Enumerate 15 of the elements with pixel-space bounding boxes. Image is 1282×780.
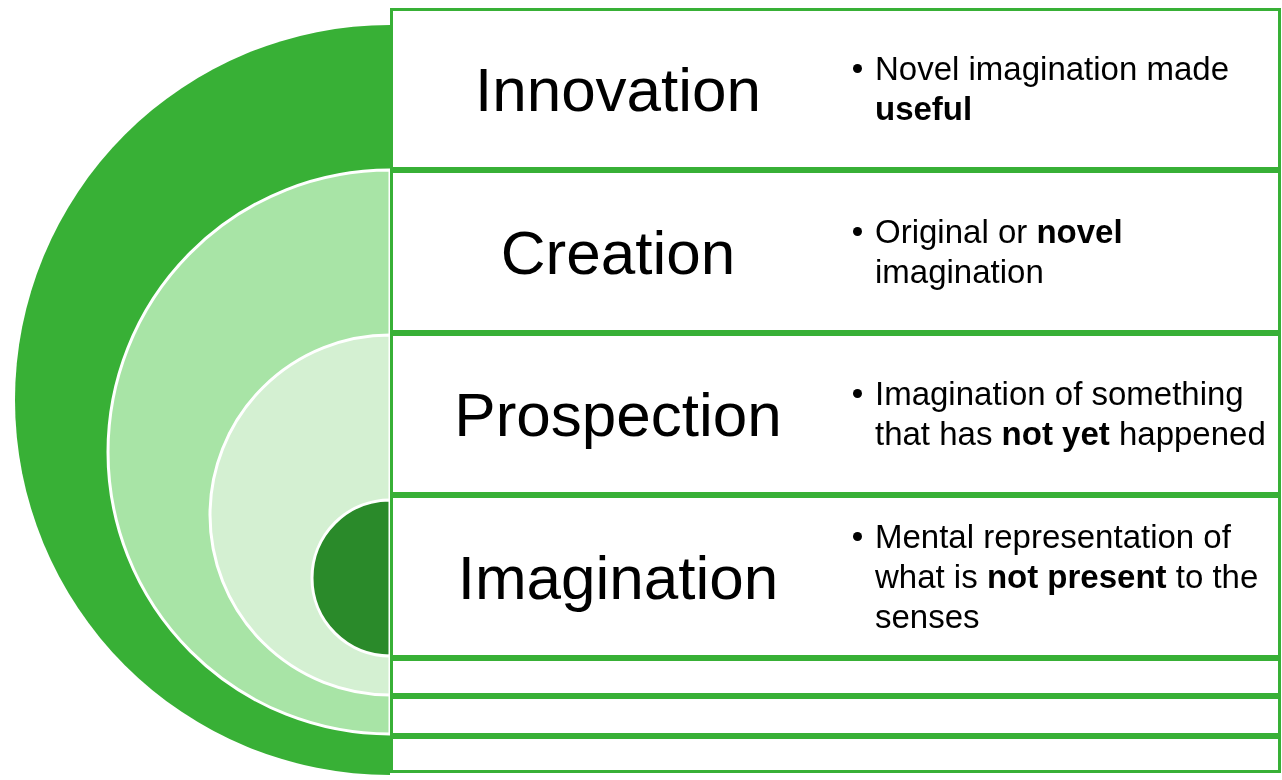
row-heading: Creation xyxy=(499,216,737,287)
description-text: Imagination of something that has not yet happened xyxy=(875,375,1266,452)
description-text: Mental representation of what is not present to the senses xyxy=(875,517,1259,635)
row-heading: Prospection xyxy=(453,378,783,450)
row-box xyxy=(390,333,1281,495)
description-text: Original or novel imagination xyxy=(875,212,1123,290)
row-box xyxy=(390,170,1281,333)
row-box xyxy=(390,658,1281,696)
description-text: Novel imagination made useful xyxy=(875,50,1230,127)
row-box xyxy=(390,696,1281,736)
row-box xyxy=(390,495,1281,658)
row-box xyxy=(390,8,1281,170)
row-box xyxy=(390,736,1281,773)
row-heading: Innovation xyxy=(473,53,763,125)
row-heading: Imagination xyxy=(456,541,780,612)
